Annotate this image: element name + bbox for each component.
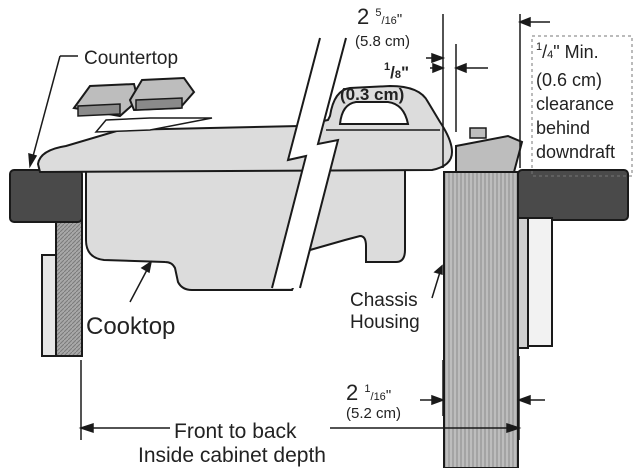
chassis-label-line1: Chassis [350, 290, 418, 311]
break-mark [271, 37, 347, 289]
cooktop-body [85, 169, 406, 291]
eighth-dimension: 1/8" [384, 61, 409, 82]
countertop-left [9, 169, 83, 223]
bottom-gap-dimension: 2 1/16" [346, 380, 391, 405]
clearance-note-line5: downdraft [536, 142, 615, 162]
countertop-right [517, 169, 629, 221]
right-cabinet-wall [517, 217, 553, 349]
dimension-lines [28, 14, 550, 440]
cooktop-top [36, 76, 454, 174]
cooktop-label: Cooktop [86, 313, 175, 340]
clearance-note-line4: behind [536, 118, 590, 138]
chassis-housing [443, 127, 524, 468]
chassis-label-line2: Housing [350, 312, 420, 333]
top-gap-dimension: 2 5/16" [357, 4, 402, 29]
clearance-note-line3: clearance [536, 94, 614, 114]
knob-right [128, 76, 196, 112]
eighth-metric: (0.3 cm) [340, 85, 404, 104]
left-cabinet-wall [41, 199, 83, 357]
front-back-label-line1: Front to back [174, 420, 297, 443]
top-gap-metric: (5.8 cm) [355, 33, 410, 50]
countertop-label: Countertop [84, 48, 178, 69]
clearance-note-box [531, 35, 633, 177]
bottom-gap-metric: (5.2 cm) [346, 405, 401, 422]
clearance-note-line2: (0.6 cm) [536, 70, 602, 90]
knob-left [72, 82, 140, 118]
front-back-label-line2: Inside cabinet depth [138, 444, 326, 467]
clearance-note-line1: 1/4" Min. [536, 41, 599, 62]
